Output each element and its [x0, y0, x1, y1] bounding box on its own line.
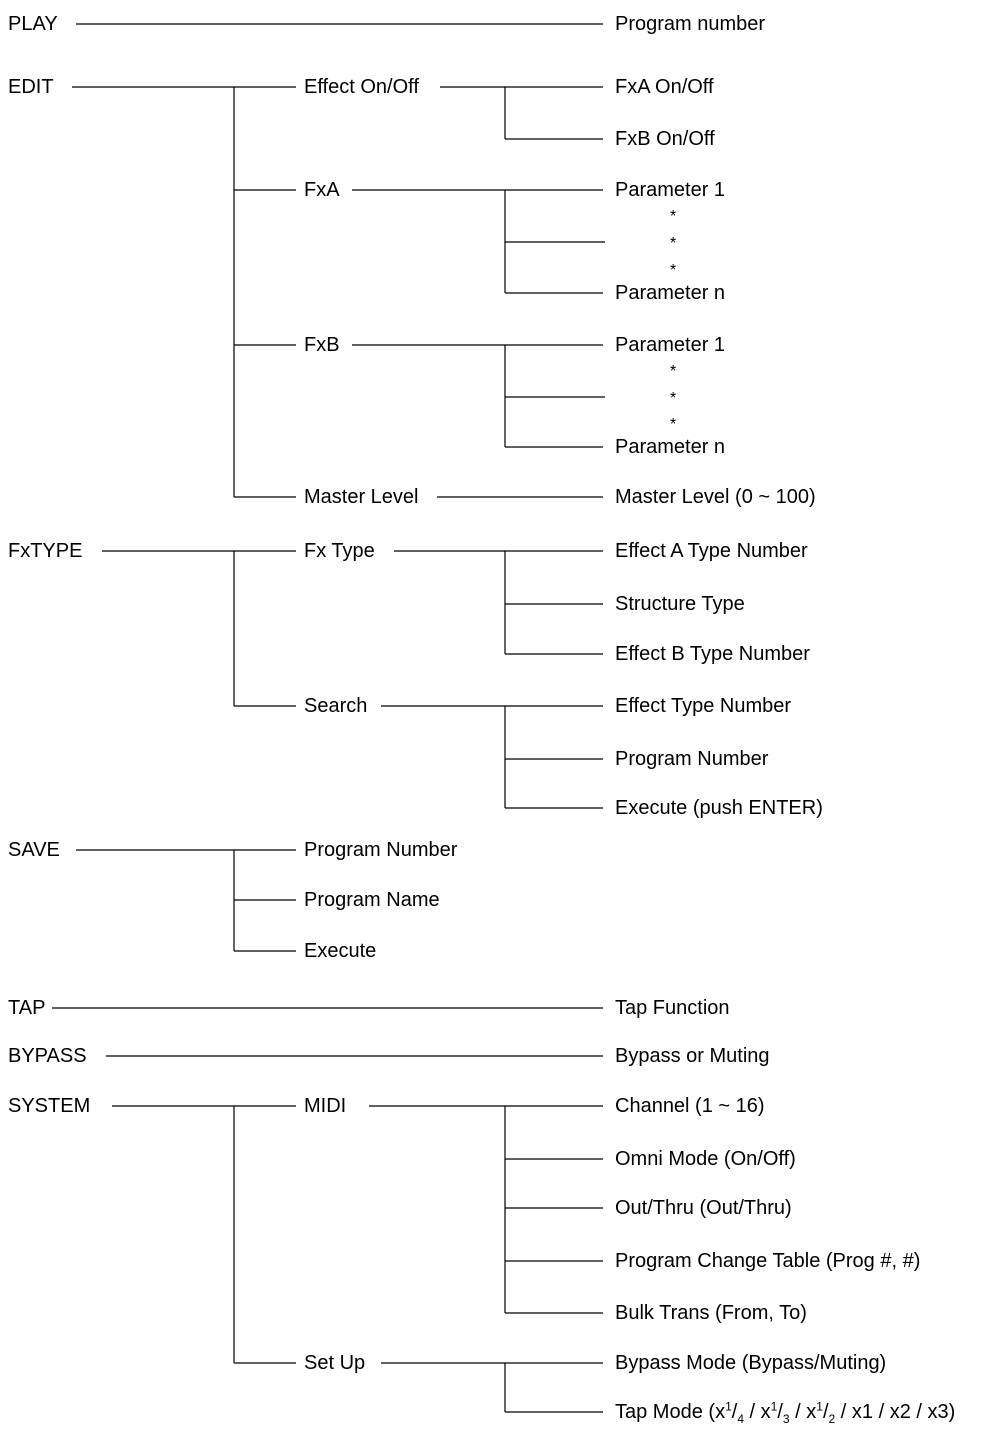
ellipsis-mark: * [670, 262, 677, 279]
submenu-set-up: Set Up [304, 1352, 366, 1374]
param-omni-mode: Omni Mode (On/Off) [615, 1148, 796, 1170]
param-out-thru: Out/Thru (Out/Thru) [615, 1197, 792, 1219]
ellipsis-mark: * [670, 235, 677, 252]
mode-system: SYSTEM [8, 1095, 91, 1117]
mode-fxtype: FxTYPE [8, 540, 83, 562]
submenu-midi: MIDI [304, 1095, 347, 1117]
param-fxa-parameter-n: Parameter n [615, 282, 726, 304]
param-execute-push-enter: Execute (push ENTER) [615, 797, 823, 819]
ellipsis-mark: * [670, 390, 677, 407]
param-bypass-or-muting: Bypass or Muting [615, 1045, 770, 1067]
mode-save: SAVE [8, 839, 60, 861]
mode-play: PLAY [8, 13, 58, 35]
submenu-save-program-number: Program Number [304, 839, 458, 861]
param-tap-function: Tap Function [615, 997, 730, 1019]
param-structure-type: Structure Type [615, 593, 745, 615]
param-fxb-parameter-1: Parameter 1 [615, 334, 726, 356]
param-channel: Channel (1 ~ 16) [615, 1095, 765, 1117]
param-bypass-mode: Bypass Mode (Bypass/Muting) [615, 1352, 887, 1374]
param-effect-a-type-number: Effect A Type Number [615, 540, 808, 562]
param-fxa-parameter-1: Parameter 1 [615, 179, 726, 201]
submenu-save-program-name: Program Name [304, 889, 440, 911]
mode-bypass: BYPASS [8, 1045, 87, 1067]
submenu-master-level: Master Level [304, 486, 419, 508]
ellipsis-mark: * [670, 363, 677, 380]
mode-edit: EDIT [8, 76, 54, 98]
param-program-number: Program number [615, 13, 766, 35]
param-effect-b-type-number: Effect B Type Number [615, 643, 810, 665]
submenu-fx-type: Fx Type [304, 540, 375, 562]
param-tap-mode: Tap Mode (x1/4 / x1/3 / x1/2 / x1 / x2 /… [615, 1399, 956, 1426]
param-effect-type-number: Effect Type Number [615, 695, 792, 717]
param-bulk-trans: Bulk Trans (From, To) [615, 1302, 807, 1324]
submenu-save-execute: Execute [304, 940, 377, 962]
ellipsis-mark: * [670, 208, 677, 225]
param-program-change-table: Program Change Table (Prog #, #) [615, 1250, 921, 1272]
param-fxb-parameter-n: Parameter n [615, 436, 726, 458]
submenu-fxa: FxA [304, 179, 340, 201]
mode-tap: TAP [8, 997, 46, 1019]
submenu-fxb: FxB [304, 334, 340, 356]
submenu-effect-onoff: Effect On/Off [304, 76, 419, 98]
param-fxa-onoff: FxA On/Off [615, 76, 714, 98]
param-fxb-onoff: FxB On/Off [615, 128, 715, 150]
submenu-search: Search [304, 695, 368, 717]
param-master-level-value: Master Level (0 ~ 100) [615, 486, 816, 508]
param-search-program-number: Program Number [615, 748, 769, 770]
ellipsis-mark: * [670, 416, 677, 433]
